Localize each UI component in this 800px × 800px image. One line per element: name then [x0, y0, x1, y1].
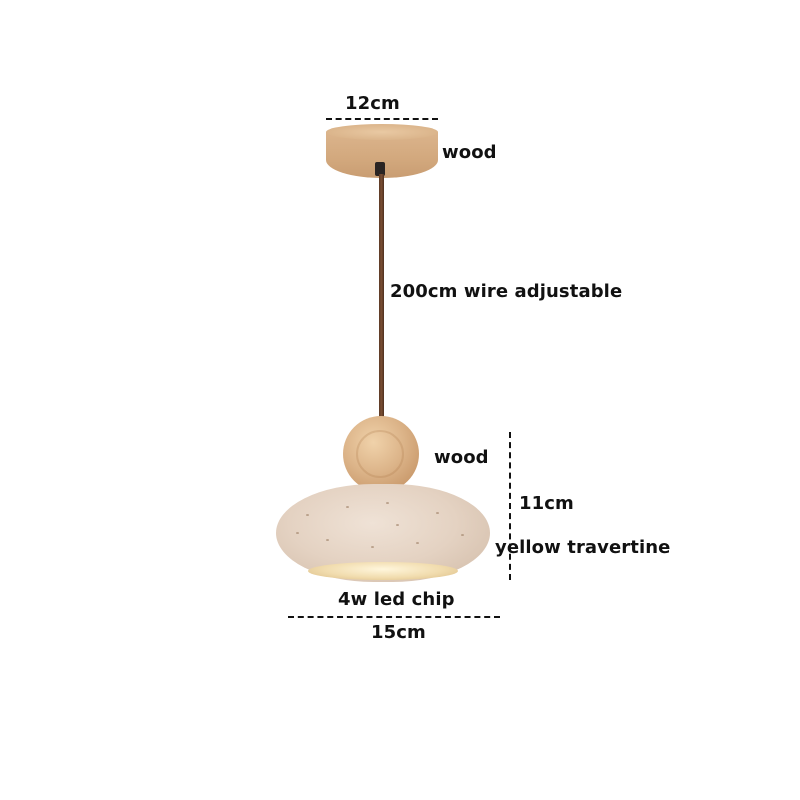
- cable-grommet: [375, 162, 385, 176]
- shade-height-label: 11cm: [519, 493, 574, 514]
- canopy-material-label: wood: [442, 142, 497, 163]
- canopy-width-label: 12cm: [345, 93, 400, 114]
- shade-width-label: 15cm: [371, 622, 426, 643]
- speck: [436, 512, 439, 514]
- shade-width-dimension-line: [288, 616, 500, 618]
- speck: [371, 546, 374, 548]
- ball-material-label: wood: [434, 447, 489, 468]
- shade-height-dimension-line: [509, 432, 511, 580]
- shade-material-label: yellow travertine: [495, 537, 671, 558]
- speck: [326, 539, 329, 541]
- led-light-opening: [308, 562, 458, 580]
- canopy-width-dimension-line: [326, 118, 438, 120]
- speck: [346, 506, 349, 508]
- wire-length-label: 200cm wire adjustable: [390, 281, 623, 302]
- canopy-top: [326, 124, 438, 140]
- light-source-label: 4w led chip: [338, 589, 455, 610]
- wood-grain: [356, 430, 404, 478]
- suspension-wire: [379, 174, 384, 422]
- speck: [296, 532, 299, 534]
- speck: [386, 502, 389, 504]
- speck: [306, 514, 309, 516]
- speck: [461, 534, 464, 536]
- speck: [416, 542, 419, 544]
- speck: [396, 524, 399, 526]
